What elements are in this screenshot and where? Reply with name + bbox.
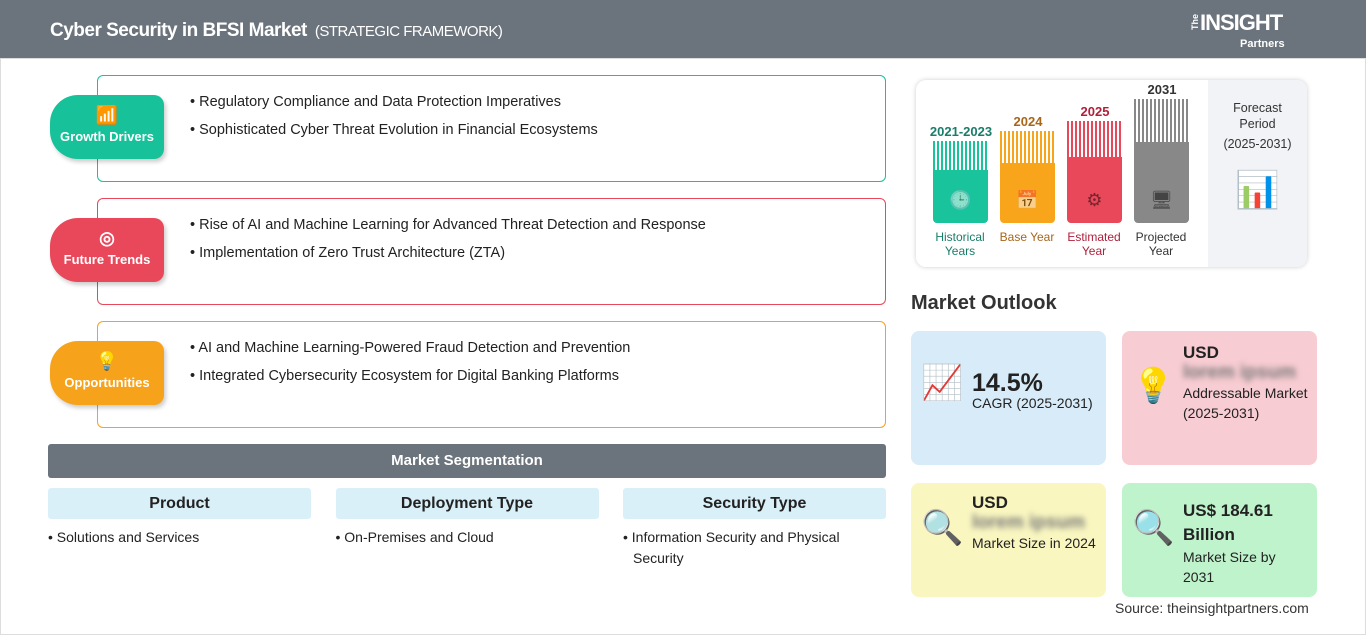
bullet-item: • Sophisticated Cyber Threat Evolution i… — [190, 122, 885, 138]
timeline-icon: 🕒 — [949, 190, 972, 210]
page-title: Cyber Security in BFSI Market (STRATEGIC … — [50, 20, 503, 42]
forecast-period: Forecast Period (2025-2031) 📊 — [1208, 80, 1307, 267]
lightbulb-hand-icon: 💡 — [95, 351, 119, 371]
segment-header: Security Type — [623, 488, 886, 519]
timeline-year: 2025 — [1080, 104, 1110, 119]
cagr-card: 📈 14.5%CAGR (2025-2031) — [911, 331, 1106, 465]
section-badge: 📶 Growth Drivers — [50, 95, 164, 159]
cagr-value: 14.5% — [972, 369, 1043, 397]
timeline-year: 2031 — [1147, 82, 1177, 97]
bullet: • — [190, 122, 200, 138]
section-badge: ◎ Future Trends — [50, 218, 164, 282]
segment-item-text: Information Security and Physical Securi… — [631, 529, 840, 566]
bullet-item: • Regulatory Compliance and Data Protect… — [190, 94, 885, 110]
bullet-text: Integrated Cybersecurity Ecosystem for D… — [199, 368, 619, 384]
timeline-year: 2024 — [1013, 114, 1043, 129]
logo-main: INSIGHT — [1200, 10, 1283, 35]
magnifier-chart-icon: 🔍 — [1132, 509, 1175, 547]
timeline-bar: 📅 — [1000, 131, 1055, 223]
segment-header: Product — [48, 488, 311, 519]
section-card-future-trends: • Rise of AI and Machine Learning for Ad… — [97, 198, 886, 305]
segmentation-title: Market Segmentation — [48, 444, 886, 478]
bullet: • — [190, 245, 200, 261]
segment-item: • Information Security and Physical Secu… — [623, 529, 840, 566]
bar-stripes — [1000, 131, 1055, 163]
timeline-label: Estimated Year — [1067, 230, 1121, 258]
segment-column: Security Type • Information Security and … — [623, 488, 886, 569]
bullet-text: Rise of AI and Machine Learning for Adva… — [199, 217, 706, 233]
bullet-text: Sophisticated Cyber Threat Evolution in … — [199, 122, 598, 138]
bullet-text: Implementation of Zero Trust Architectur… — [199, 245, 506, 261]
lightbulb-dollar-icon: 💡 — [1132, 367, 1175, 405]
timeline-bar: 🖥 — [1134, 99, 1189, 223]
timeline-icon: 📅 — [1016, 190, 1039, 210]
section-label: Growth Drivers — [60, 129, 154, 144]
target-icon: ◎ — [99, 228, 115, 248]
bullet-text: AI and Machine Learning-Powered Fraud De… — [198, 340, 631, 356]
bullet-item: • Rise of AI and Machine Learning for Ad… — [190, 217, 885, 233]
addressable-value: lorem ipsum — [1183, 362, 1296, 383]
section-label: Future Trends — [63, 252, 151, 267]
segment-item: • On-Premises and Cloud — [335, 529, 494, 545]
logo-the: The — [1190, 13, 1200, 30]
bullet: • — [190, 94, 200, 110]
addressable-label: Addressable Market (2025-2031) — [1183, 385, 1308, 421]
timeline-panel: Forecast Period (2025-2031) 📊 🕒 2021-2023… — [916, 80, 1307, 267]
chart-growth-icon: 📶 — [95, 105, 119, 125]
segment-column: Product • Solutions and Services — [48, 488, 311, 548]
section-card-opportunities: • AI and Machine Learning-Powered Fraud … — [97, 321, 886, 428]
insight-partners-logo: TheINSIGHT Partners — [1190, 10, 1285, 50]
bar-stripes — [933, 141, 988, 170]
segment-column: Deployment Type • On-Premises and Cloud — [335, 488, 599, 548]
bullet-item: • Implementation of Zero Trust Architect… — [190, 245, 885, 261]
timeline-year: 2021-2023 — [929, 124, 993, 139]
magnifier-chart-icon: 🔍 — [921, 509, 964, 547]
forecast-range: (2025-2031) — [1223, 137, 1292, 151]
timeline-icon: 🖥 — [1150, 190, 1173, 210]
section-label: Opportunities — [64, 375, 150, 390]
size-2031-value: US$ 184.61 Billion — [1183, 501, 1273, 544]
growth-chart-icon: 📈 — [921, 364, 964, 402]
segment-header: Deployment Type — [335, 488, 599, 519]
timeline-bar: 🕒 — [933, 141, 988, 223]
bullet-item: • Integrated Cybersecurity Ecosystem for… — [190, 368, 885, 384]
size-2031-label: Market Size by 2031 — [1183, 549, 1276, 585]
size-2024-value: lorem ipsum — [972, 512, 1085, 533]
timeline-label: Projected Year — [1135, 230, 1187, 258]
bullet: • — [190, 217, 200, 233]
segment-item-text: On-Premises and Cloud — [344, 529, 494, 545]
source-text: Source: theinsightpartners.com — [1115, 600, 1309, 616]
timeline-label: Base Year — [999, 230, 1055, 244]
size-2024-label: Market Size in 2024 — [972, 535, 1096, 551]
bullet: • — [190, 340, 199, 356]
title-text: Cyber Security in BFSI Market — [50, 20, 307, 41]
segment-item: • Solutions and Services — [48, 529, 200, 545]
addressable-prefix: USD — [1183, 343, 1219, 362]
market-outlook-title: Market Outlook — [911, 292, 1057, 314]
bar-stripes — [1134, 99, 1189, 142]
segment-item-text: Solutions and Services — [56, 529, 200, 545]
bullet-item: • AI and Machine Learning-Powered Fraud … — [190, 340, 885, 356]
timeline-icon: ⚙ — [1086, 190, 1103, 210]
bullet: • — [190, 368, 200, 384]
bullet-text: Regulatory Compliance and Data Protectio… — [199, 94, 561, 110]
page-subtitle: (STRATEGIC FRAMEWORK) — [314, 23, 503, 40]
timeline-label: Historical Years — [935, 230, 985, 258]
bar-stripes — [1067, 121, 1122, 157]
cagr-label: CAGR (2025-2031) — [972, 395, 1093, 411]
section-badge: 💡 Opportunities — [50, 341, 164, 405]
forecast-title: Forecast Period — [1233, 101, 1282, 131]
analytics-illustration-icon: 📊 — [1235, 169, 1280, 210]
size-2024-prefix: USD — [972, 493, 1008, 512]
section-card-growth-drivers: • Regulatory Compliance and Data Protect… — [97, 75, 886, 182]
timeline-bar: ⚙ — [1067, 121, 1122, 223]
logo-sub: Partners — [1240, 38, 1285, 50]
header: Cyber Security in BFSI Market (STRATEGIC … — [0, 0, 1366, 58]
